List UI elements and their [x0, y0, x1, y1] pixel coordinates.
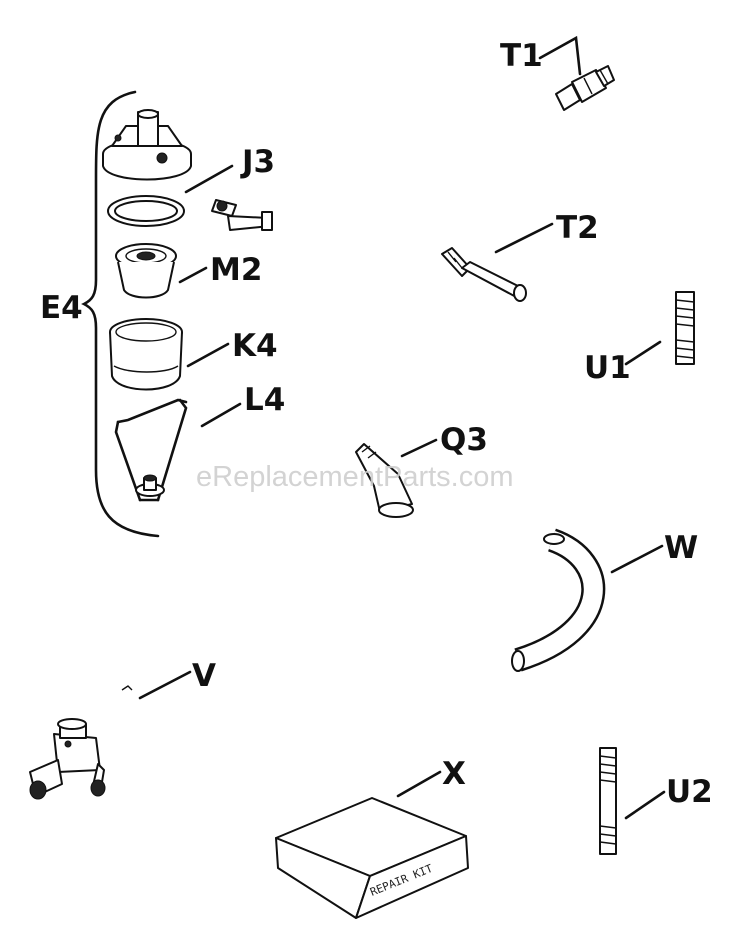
label-t1: T1	[500, 38, 543, 74]
label-u1: U1	[584, 350, 631, 386]
part-x-repair-kit[interactable]: REPAIR KIT	[275, 797, 469, 919]
part-v-valve[interactable]	[29, 685, 133, 800]
leader-j3	[184, 164, 234, 194]
part-j3-bowl-cover[interactable]	[102, 109, 192, 181]
part-q3-elbow[interactable]	[355, 443, 414, 518]
label-m2: M2	[210, 252, 262, 288]
label-k4: K4	[232, 328, 278, 364]
label-u2: U2	[666, 774, 713, 810]
leader-x	[396, 770, 442, 798]
label-q3: Q3	[440, 422, 488, 458]
part-l4-bail[interactable]	[114, 398, 188, 502]
leader-m2	[178, 266, 208, 284]
label-x: X	[442, 756, 466, 792]
part-j3-fitting[interactable]	[211, 199, 273, 231]
leader-u1	[624, 340, 662, 366]
leader-q3	[400, 438, 438, 458]
leader-k4	[186, 342, 230, 368]
part-w-hose[interactable]	[511, 528, 606, 672]
label-e4: E4	[40, 290, 83, 326]
e4-brace	[81, 90, 160, 538]
part-u1-stud[interactable]	[675, 291, 695, 365]
leader-l4	[200, 402, 242, 428]
label-l4: L4	[244, 382, 285, 418]
leader-t1	[538, 35, 582, 76]
part-t1-fitting[interactable]	[555, 65, 615, 111]
leader-u2	[624, 790, 666, 820]
leader-t2	[494, 222, 554, 254]
part-gasket-ring[interactable]	[107, 195, 185, 227]
part-m2-filter[interactable]	[115, 243, 177, 299]
leader-w	[610, 544, 664, 574]
part-k4-glass-bowl[interactable]	[109, 318, 183, 391]
part-t2-fitting[interactable]	[441, 247, 527, 302]
watermark: eReplacementParts.com	[196, 461, 514, 493]
part-u2-stud[interactable]	[599, 747, 617, 855]
label-w: W	[664, 530, 698, 566]
label-t2: T2	[556, 210, 599, 246]
label-v: V	[192, 658, 216, 694]
leader-v	[138, 670, 192, 700]
label-j3: J3	[240, 144, 275, 180]
